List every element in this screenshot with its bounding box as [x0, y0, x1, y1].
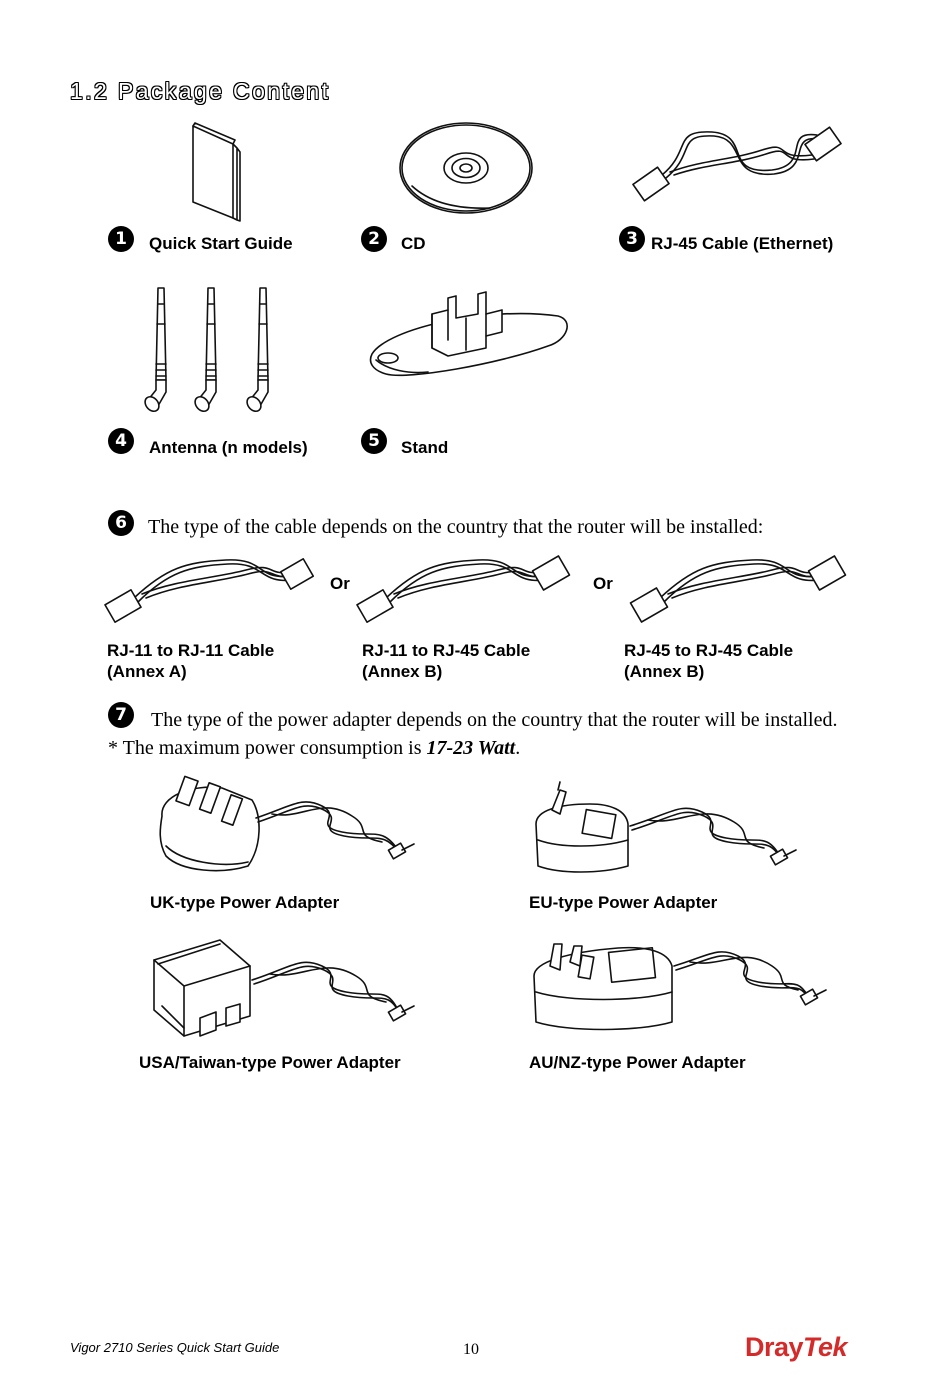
uk-power-adapter-icon [159, 775, 415, 872]
usa-power-adapter-icon [153, 939, 415, 1037]
cable-type-text: The type of the cable depends on the cou… [148, 516, 764, 538]
booklet-icon [192, 122, 241, 222]
adapter-label-usa: USA/Taiwan-type Power Adapter [139, 1053, 401, 1072]
item-number-badge: 5 [361, 428, 387, 454]
adapter-label-eu: EU-type Power Adapter [529, 893, 718, 912]
item-number-badge: 6 [108, 510, 134, 536]
eu-power-adapter-icon [535, 781, 797, 873]
logo-part1: Dray [745, 1332, 804, 1362]
ethernet-cable-icon [632, 126, 842, 202]
rj11-rj45-cable-icon [356, 555, 571, 623]
adapter-label-au: AU/NZ-type Power Adapter [529, 1053, 746, 1072]
cable-label-line2: (Annex B) [624, 662, 705, 681]
cable-label-line2: (Annex B) [362, 662, 443, 681]
power-adapter-text: The type of the power adapter depends on… [151, 709, 838, 731]
item-number-badge: 7 [108, 702, 134, 728]
section-title: 1.2 Package Content [70, 78, 331, 104]
cable-label-line2: (Annex A) [107, 662, 187, 681]
footer-guide-title: Vigor 2710 Series Quick Start Guide [70, 1340, 280, 1355]
item-number-badge: 3 [619, 226, 645, 252]
rj45-rj45-cable-icon [629, 555, 847, 623]
rj11-rj11-cable-icon [104, 558, 315, 623]
draytek-logo: DrayTek [745, 1332, 848, 1363]
item-number-badge: 4 [108, 428, 134, 454]
power-note-value: 17-23 Watt [426, 737, 516, 759]
page-number: 10 [463, 1341, 479, 1358]
item-label-antenna: Antenna (n models) [149, 438, 308, 457]
item-label-rj45-cable: RJ-45 Cable (Ethernet) [651, 234, 834, 253]
item-label-stand: Stand [401, 438, 449, 457]
item-number-badge: 2 [361, 226, 387, 252]
antenna-icon [144, 287, 269, 413]
cable-label-line1: RJ-45 to RJ-45 Cable [624, 641, 794, 660]
power-consumption-note: * The maximum power consumption is 17-23… [108, 737, 520, 760]
power-note-suffix: . [515, 737, 521, 759]
logo-part2: Tek [803, 1332, 848, 1362]
adapter-label-uk: UK-type Power Adapter [150, 893, 340, 912]
item-label-quick-start-guide: Quick Start Guide [149, 234, 293, 253]
au-power-adapter-icon [533, 943, 827, 1031]
cable-label-line1: RJ-11 to RJ-45 Cable [362, 641, 531, 660]
item-number-badge: 1 [108, 226, 134, 252]
or-label: Or [593, 574, 613, 593]
item-label-cd: CD [401, 234, 426, 253]
stand-icon [369, 291, 568, 377]
power-note-prefix: * The maximum power consumption is [108, 737, 427, 759]
cable-label-line1: RJ-11 to RJ-11 Cable [107, 641, 275, 660]
or-label: Or [330, 574, 350, 593]
cd-icon [399, 122, 533, 214]
